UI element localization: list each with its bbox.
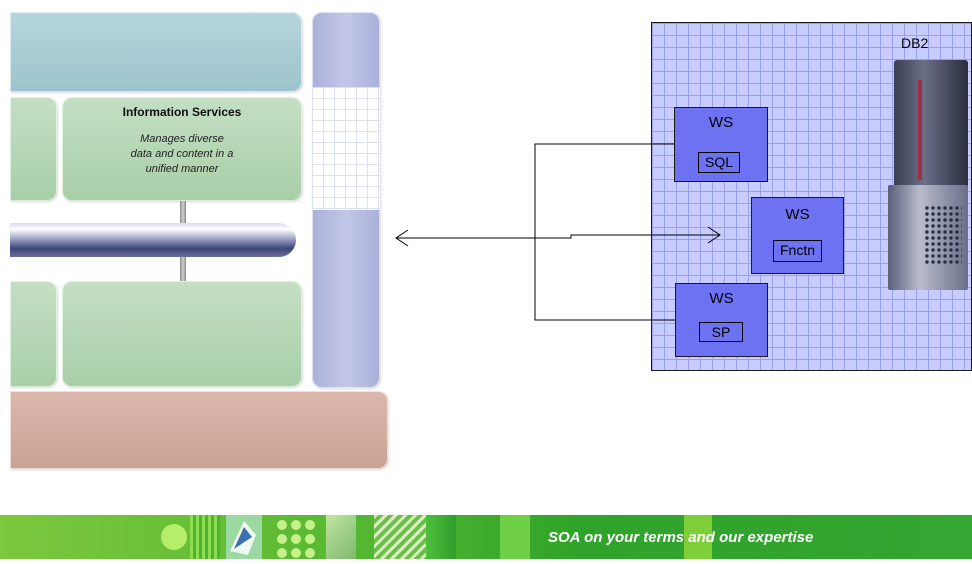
server-base xyxy=(888,185,968,290)
footer-accent-tile-2 xyxy=(684,515,712,559)
footer-accent-tile xyxy=(500,515,530,559)
server-tower xyxy=(894,60,968,190)
description-line: data and content in a xyxy=(130,148,234,160)
information-services-description: Manages diverse data and content in a un… xyxy=(92,132,272,177)
description-line: unified manner xyxy=(145,163,219,175)
server-icon xyxy=(888,60,970,290)
footer-photo-tile xyxy=(326,515,356,559)
service-box-left-lower xyxy=(10,281,57,387)
footer-diagonal-tile xyxy=(374,515,426,559)
ws-title: WS xyxy=(709,290,734,307)
ws-title: WS xyxy=(708,114,734,131)
side-column-grid xyxy=(312,87,380,210)
footer-tagline: SOA on your terms and our expertise xyxy=(548,529,814,546)
information-services-title: Information Services xyxy=(122,105,242,119)
web-service-sql: WS SQL xyxy=(674,107,768,182)
web-service-sp: WS SP xyxy=(675,283,768,357)
service-box-right-lower xyxy=(62,281,302,387)
footer-band xyxy=(0,515,972,559)
footer-stripes-tile xyxy=(190,515,220,559)
top-layer-band xyxy=(10,12,302,92)
footer-circle-tile xyxy=(158,515,190,559)
connector-to-function xyxy=(535,234,720,239)
description-line: Manages diverse xyxy=(140,133,224,145)
arrowhead-right xyxy=(707,226,721,244)
dots-icon xyxy=(277,520,315,558)
db2-label: DB2 xyxy=(901,35,929,51)
connector-to-sp xyxy=(534,238,675,321)
service-box-left-upper xyxy=(10,97,57,201)
leaf-icon xyxy=(226,515,262,559)
arrowhead-left xyxy=(395,229,409,247)
connector-to-sql xyxy=(534,143,674,238)
ws-inner-sql: SQL xyxy=(698,152,740,173)
enterprise-service-bus xyxy=(10,223,296,257)
server-vent xyxy=(924,205,962,265)
web-service-function: WS Fnctn xyxy=(751,197,844,274)
ws-inner-sp: SP xyxy=(699,322,743,342)
circle-icon xyxy=(161,524,187,550)
ws-inner-function: Fnctn xyxy=(773,240,822,262)
bottom-layer-band xyxy=(10,391,388,469)
footer-block-tile xyxy=(426,515,456,559)
footer-leaf-tile xyxy=(226,515,262,559)
footer-dots-tile xyxy=(274,515,326,559)
server-stripe xyxy=(918,80,922,180)
side-column xyxy=(312,12,380,388)
ws-title: WS xyxy=(785,206,810,223)
information-services-box xyxy=(62,97,302,201)
soa-architecture-diagram: Information Services Manages diverse dat… xyxy=(10,5,395,470)
